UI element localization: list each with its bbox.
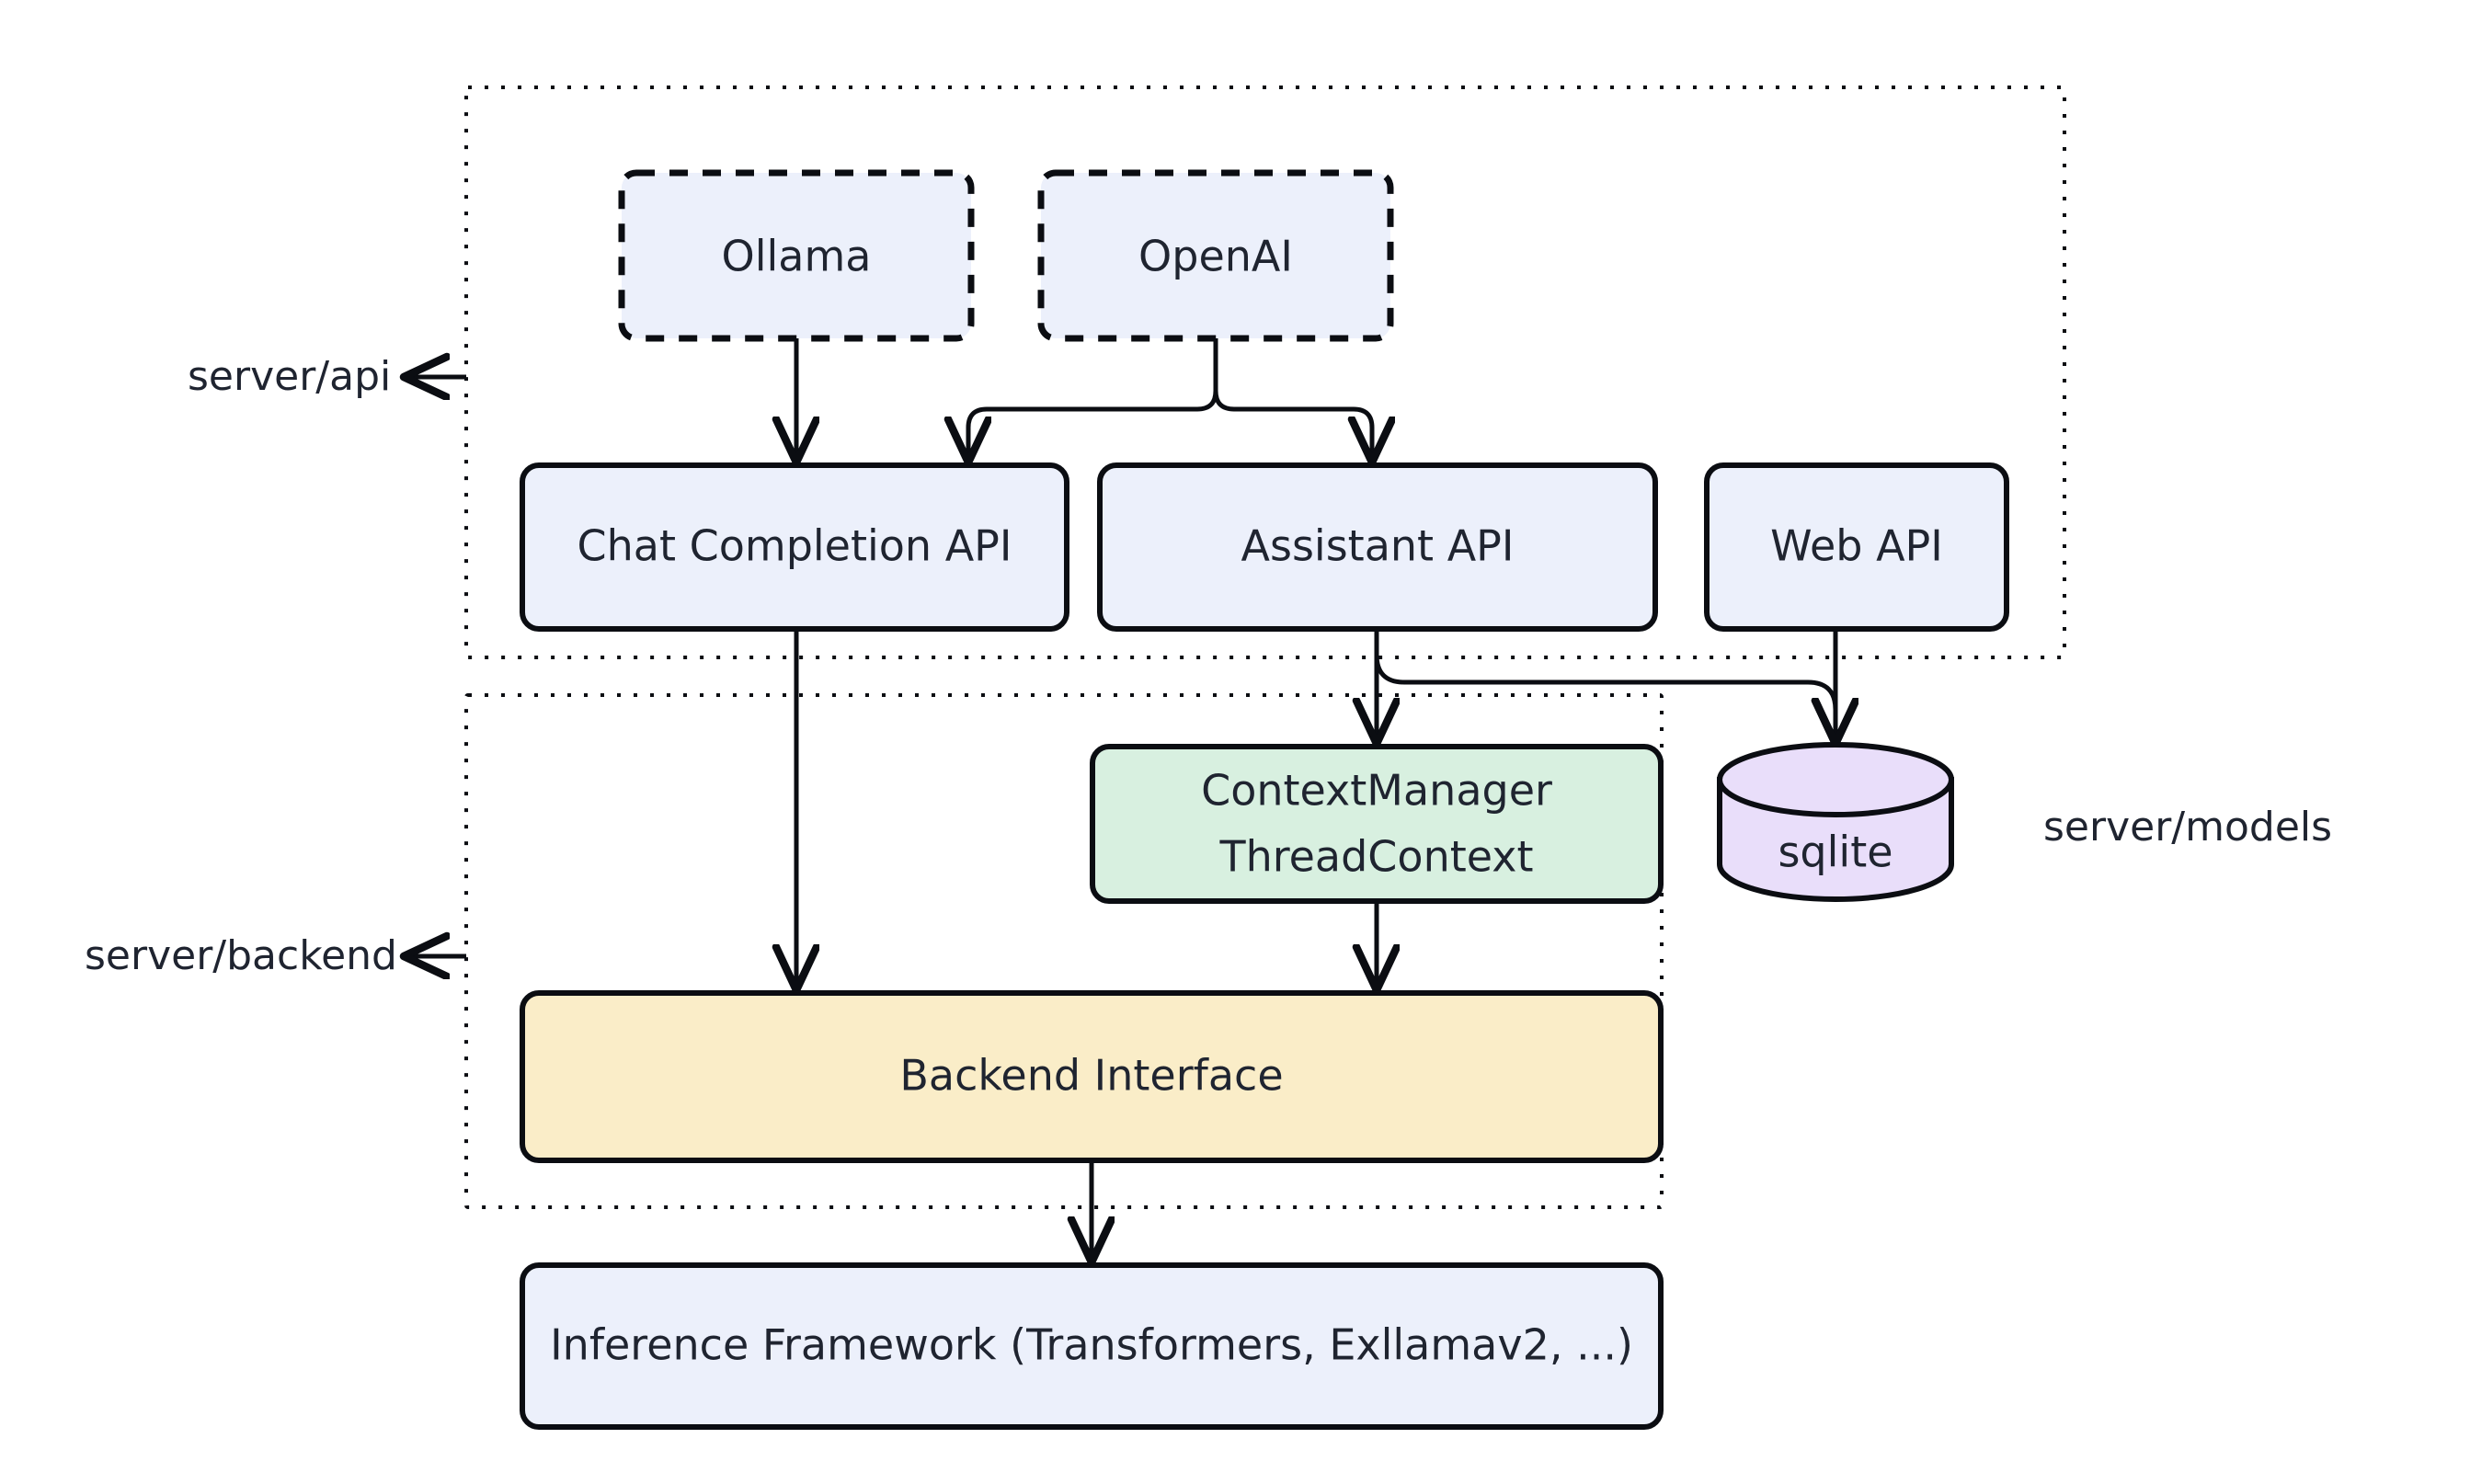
node-sqlite-label: sqlite bbox=[1778, 828, 1893, 877]
node-chat-completion-api[interactable]: Chat Completion API bbox=[520, 462, 1069, 632]
node-backend-interface[interactable]: Backend Interface bbox=[520, 990, 1664, 1163]
group-label-server-backend: server/backend bbox=[85, 932, 397, 979]
node-context-manager-label-line1: ContextManager bbox=[1201, 766, 1552, 816]
node-context-manager-shape[interactable] bbox=[1090, 744, 1664, 904]
node-chat-completion-api-label: Chat Completion API bbox=[577, 521, 1012, 571]
node-openai-shape[interactable] bbox=[1037, 169, 1394, 342]
node-sqlite[interactable]: sqlite bbox=[1717, 742, 1954, 902]
node-backend-interface-label: Backend Interface bbox=[899, 1051, 1283, 1101]
node-context-manager[interactable]: ContextManager ThreadContext bbox=[1090, 744, 1664, 904]
node-web-api-label: Web API bbox=[1770, 521, 1943, 571]
node-context-manager-label-line2: ThreadContext bbox=[1218, 832, 1533, 882]
group-label-server-models: server/models bbox=[2043, 804, 2332, 850]
node-ollama-shape[interactable] bbox=[618, 169, 975, 342]
node-assistant-api[interactable]: Assistant API bbox=[1097, 462, 1658, 632]
group-label-server-api: server/api bbox=[188, 353, 391, 400]
node-inference-framework-label: Inference Framework (Transformers, Exlla… bbox=[550, 1320, 1633, 1370]
edge-openai-to-chat-completion-api bbox=[968, 390, 1218, 460]
node-openai[interactable]: OpenAI bbox=[1037, 169, 1394, 342]
node-sqlite-top bbox=[1717, 742, 1954, 817]
node-ollama-label: Ollama bbox=[722, 232, 872, 281]
node-assistant-api-label: Assistant API bbox=[1241, 521, 1515, 571]
node-openai-label: OpenAI bbox=[1138, 232, 1293, 281]
node-chat-completion-api-shape[interactable] bbox=[520, 462, 1069, 632]
node-ollama[interactable]: Ollama bbox=[618, 169, 975, 342]
node-inference-framework-shape[interactable] bbox=[520, 1262, 1664, 1430]
node-web-api[interactable]: Web API bbox=[1704, 462, 2009, 632]
node-backend-interface-shape[interactable] bbox=[520, 990, 1664, 1163]
node-inference-framework[interactable]: Inference Framework (Transformers, Exlla… bbox=[520, 1262, 1664, 1430]
node-assistant-api-shape[interactable] bbox=[1097, 462, 1658, 632]
edge-assistant-api-to-sqlite bbox=[1374, 654, 1835, 741]
edge-openai-to-assistant-api bbox=[1213, 390, 1372, 460]
group-box-server-api bbox=[464, 86, 2066, 659]
group-box-server-backend bbox=[464, 693, 1664, 1209]
node-web-api-shape[interactable] bbox=[1704, 462, 2009, 632]
